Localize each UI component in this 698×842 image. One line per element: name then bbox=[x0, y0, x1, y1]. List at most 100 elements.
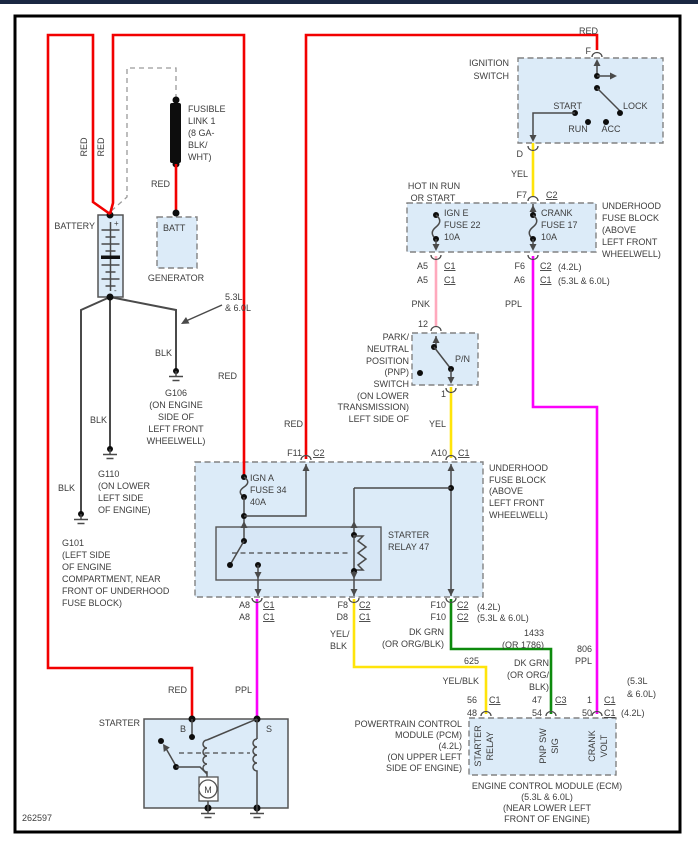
ignition-switch-box bbox=[517, 57, 664, 144]
g110-line3: LEFT SIDE bbox=[98, 493, 143, 503]
fuse-crank-line2: FUSE 17 bbox=[541, 220, 578, 230]
connector-c2-link-f11[interactable]: C2 bbox=[313, 448, 325, 458]
red-label-fusible: RED bbox=[151, 179, 171, 189]
engine-note-53-a6: (5.3L & 6.0L) bbox=[558, 276, 610, 286]
connector-c1-link-50[interactable]: C1 bbox=[604, 708, 616, 718]
connector-c1-link-1[interactable]: C1 bbox=[604, 695, 616, 705]
pnk-label: PNK bbox=[411, 299, 430, 309]
connector-c2-link[interactable]: C2 bbox=[546, 190, 558, 200]
generator-label: GENERATOR bbox=[148, 273, 205, 283]
circuit-1786-label: (OR 1786) bbox=[502, 640, 544, 650]
connector-c1-link-a5-row2[interactable]: C1 bbox=[444, 275, 456, 285]
fusible-link-line3: (8 GA- bbox=[188, 128, 215, 138]
engine-note-53-f10: (5.3L & 6.0L) bbox=[477, 613, 529, 623]
pcm-module-line4: (ON UPPER LEFT bbox=[387, 752, 462, 762]
starter-terminal-b: B bbox=[180, 724, 186, 734]
pcm-input-crank-volt-line2: VOLT bbox=[599, 734, 609, 757]
starter-internals bbox=[158, 715, 261, 808]
dkgrn-lower-line3: BLK) bbox=[529, 682, 549, 692]
pcm-input-crank-volt-line1: CRANK bbox=[587, 730, 597, 762]
pcm-input-pnp-sw-sig-line1: PNP SW bbox=[538, 728, 548, 764]
terminal-a5-row2: A5 bbox=[417, 275, 428, 285]
engine-note-42-f6: (4.2L) bbox=[558, 262, 582, 272]
pnp-label-line5: SWITCH bbox=[374, 379, 410, 389]
connector-c1-link-56[interactable]: C1 bbox=[489, 695, 501, 705]
pcm-module-line5: SIDE OF ENGINE) bbox=[386, 763, 462, 773]
connector-c1-link-a6[interactable]: C1 bbox=[540, 275, 552, 285]
main-fuse-block-labels: F11 C2 A10 C1 IGN A FUSE 34 40A STARTER … bbox=[239, 448, 549, 623]
ignition-terminal-f: F bbox=[586, 46, 592, 56]
g110-line4: OF ENGINE) bbox=[98, 505, 151, 515]
battery-symbol: + - bbox=[101, 211, 120, 301]
red-label-igna: RED bbox=[218, 371, 238, 381]
upper-fuse-block-box bbox=[406, 202, 597, 253]
yel-label-ignition: YEL bbox=[511, 169, 528, 179]
yelblk-label-lower: YEL/BLK bbox=[442, 676, 479, 686]
mfb-location-line4: LEFT FRONT bbox=[489, 498, 545, 508]
pcm-input-starter-relay-line1: STARTER bbox=[473, 725, 483, 767]
g101-line1: G101 bbox=[62, 538, 84, 548]
pcm-module-line1: POWERTRAIN CONTROL bbox=[355, 719, 462, 729]
pnp-label-line2: NEUTRAL bbox=[367, 344, 409, 354]
fuse-ign-a-line1: IGN A bbox=[250, 473, 274, 483]
battery-area-labels: RED RED BATTERY FUSIBLE LINK 1 (8 GA- BL… bbox=[54, 104, 251, 313]
pcm-ecm-box bbox=[468, 717, 617, 776]
ignition-title-line2: SWITCH bbox=[474, 71, 510, 81]
ppl-label-top: PPL bbox=[505, 299, 522, 309]
mfb-location-line3: (ABOVE bbox=[489, 486, 523, 496]
connector-c1-link-d8[interactable]: C1 bbox=[359, 612, 371, 622]
starter-label: STARTER bbox=[99, 718, 141, 728]
terminal-f8: F8 bbox=[337, 600, 348, 610]
ignition-pos-acc: ACC bbox=[601, 124, 621, 134]
fuse-crank-line1: CRANK bbox=[541, 208, 573, 218]
ground-symbols bbox=[74, 368, 264, 819]
yelblk-label-line2: BLK bbox=[330, 641, 347, 651]
connector-c1-link-a8-row1[interactable]: C1 bbox=[263, 600, 275, 610]
pcm-note-53-line2: & 6.0L) bbox=[627, 689, 656, 699]
yel-blk-wire bbox=[352, 599, 488, 714]
g101-line2: (LEFT SIDE bbox=[62, 550, 110, 560]
dkgrn-lower-line2: (OR ORG/ bbox=[507, 670, 549, 680]
ignition-pos-run: RUN bbox=[568, 124, 588, 134]
ecm-label-line3: (NEAR LOWER LEFT bbox=[503, 803, 592, 813]
fuse-ign-e-line3: 10A bbox=[444, 232, 460, 242]
connector-c1-link-a8-row2[interactable]: C1 bbox=[263, 612, 275, 622]
red-label-starter: RED bbox=[168, 685, 188, 695]
ground-g101-symbol bbox=[74, 511, 88, 525]
red-label-rot-1: RED bbox=[79, 137, 89, 157]
starter-labels: STARTER B S M bbox=[99, 718, 272, 795]
pnp-switch-box bbox=[411, 332, 479, 386]
connector-c3-link-47[interactable]: C3 bbox=[555, 695, 567, 705]
connector-c2-link-f8[interactable]: C2 bbox=[359, 600, 371, 610]
pcm-pin-48: 48 bbox=[467, 708, 477, 718]
ground-g110-symbol bbox=[103, 446, 117, 460]
g106-line4: LEFT FRONT bbox=[148, 424, 204, 434]
terminal-f7: F7 bbox=[516, 190, 527, 200]
hot-label-line1: HOT IN RUN bbox=[408, 181, 460, 191]
ppl-label-lower: PPL bbox=[575, 656, 592, 666]
fuse-ign-a-line3: 40A bbox=[250, 497, 266, 507]
connector-c2-link-f6[interactable]: C2 bbox=[540, 261, 552, 271]
connector-c1-link-a5-row1[interactable]: C1 bbox=[444, 261, 456, 271]
blk-label-g106: BLK bbox=[155, 348, 172, 358]
connector-c1-link-a10[interactable]: C1 bbox=[458, 448, 470, 458]
battery-plus: + bbox=[114, 219, 119, 228]
generator-box bbox=[156, 216, 198, 269]
fuse-ign-a-line2: FUSE 34 bbox=[250, 485, 287, 495]
pcm-module-line2: MODULE (PCM) bbox=[395, 730, 462, 740]
fusible-link-line1: FUSIBLE bbox=[188, 104, 226, 114]
red-label-rot-2: RED bbox=[96, 137, 106, 157]
ground-labels: BLK G106 (ON ENGINE SIDE OF LEFT FRONT W… bbox=[58, 348, 205, 608]
connector-c2-link-f10-row2[interactable]: C2 bbox=[457, 612, 469, 622]
ecm-label-line1: ENGINE CONTROL MODULE (ECM) bbox=[472, 781, 622, 791]
red-label-ignition: RED bbox=[579, 26, 599, 36]
circuit-1433-label: 1433 bbox=[524, 628, 544, 638]
connector-c2-link-f10-row1[interactable]: C2 bbox=[457, 600, 469, 610]
pcm-pin-56: 56 bbox=[467, 695, 477, 705]
terminal-f10-row2: F10 bbox=[430, 612, 446, 622]
pcm-input-pnp-sw-sig-line2: SIG bbox=[550, 738, 560, 754]
blk-label-g110: BLK bbox=[90, 415, 107, 425]
terminal-f6: F6 bbox=[514, 261, 525, 271]
g106-line5: WHEELWELL) bbox=[147, 436, 206, 446]
